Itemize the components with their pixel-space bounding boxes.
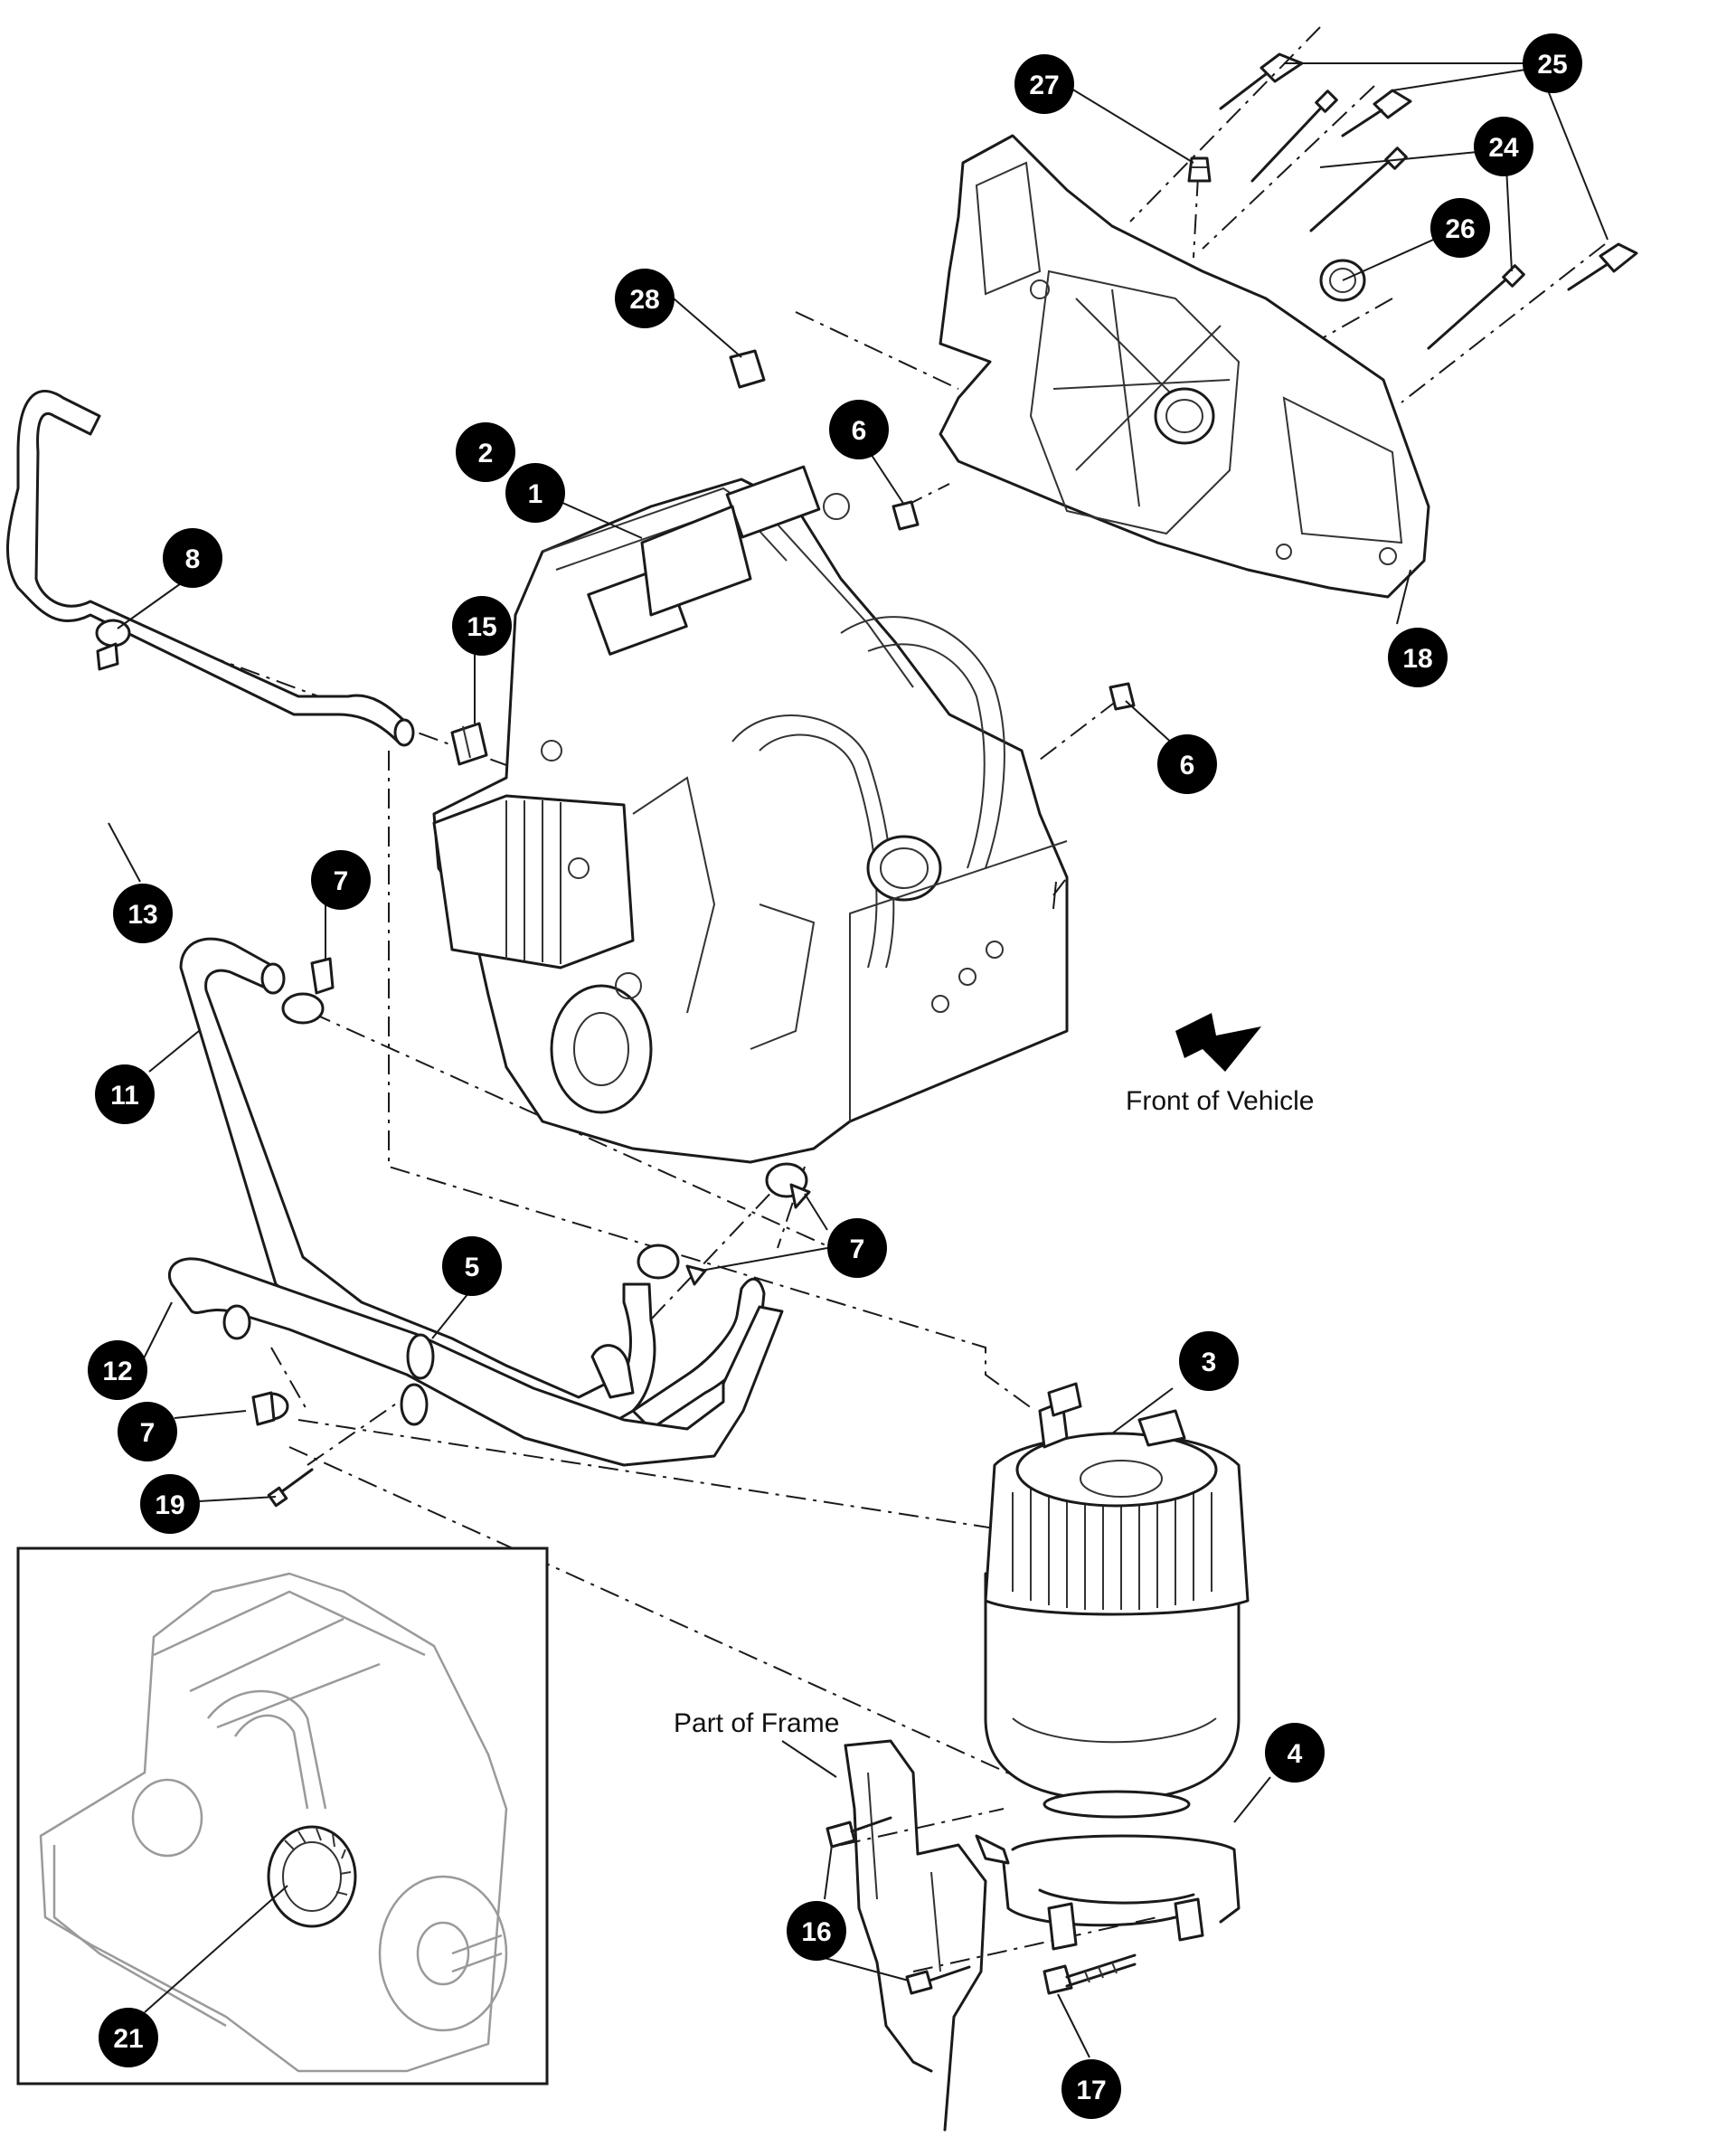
svg-text:6: 6 <box>852 416 867 446</box>
front-of-vehicle-label: Front of Vehicle <box>1126 1086 1314 1116</box>
housing-fasteners <box>729 52 1638 711</box>
svg-text:24: 24 <box>1488 133 1519 163</box>
svg-text:26: 26 <box>1445 214 1475 244</box>
svg-text:1: 1 <box>528 479 543 509</box>
bolt-25-top <box>1219 52 1304 110</box>
svg-text:16: 16 <box>801 1917 831 1947</box>
svg-text:3: 3 <box>1202 1348 1217 1377</box>
svg-text:11: 11 <box>110 1081 139 1111</box>
svg-text:15: 15 <box>467 612 496 642</box>
callout-18: 18 <box>1388 628 1448 687</box>
svg-text:17: 17 <box>1076 2076 1106 2105</box>
bolt-24-lower <box>1427 264 1525 350</box>
front-of-vehicle-arrow: Front of Vehicle <box>1126 1013 1314 1116</box>
svg-text:12: 12 <box>102 1357 132 1386</box>
callout-2: 2 <box>456 422 515 482</box>
svg-text:19: 19 <box>155 1490 184 1520</box>
callout-3: 3 <box>1179 1331 1239 1391</box>
svg-text:6: 6 <box>1180 751 1195 780</box>
callout-19: 19 <box>140 1474 200 1534</box>
hose-13 <box>6 390 415 747</box>
fuel-filter <box>984 1382 1250 1819</box>
svg-text:8: 8 <box>185 544 201 574</box>
screw-19 <box>267 1468 314 1508</box>
flywheel-housing <box>939 134 1430 599</box>
callout-21: 21 <box>99 2008 158 2067</box>
svg-text:2: 2 <box>478 439 494 468</box>
svg-text:13: 13 <box>127 900 157 930</box>
frame-bracket <box>844 1739 987 2132</box>
svg-text:21: 21 <box>113 2024 143 2054</box>
callout-7-lower: 7 <box>118 1402 177 1461</box>
part-of-frame-label: Part of Frame <box>674 1708 839 1738</box>
callout-4: 4 <box>1265 1723 1325 1783</box>
bolts-16 <box>826 1816 971 1995</box>
svg-text:4: 4 <box>1288 1739 1303 1769</box>
bolt-24-upper <box>1309 147 1408 232</box>
bolt-25-middle <box>1341 89 1412 137</box>
inset-detail <box>16 1546 549 2086</box>
fitting-27 <box>1187 156 1212 183</box>
callout-16: 16 <box>787 1901 846 1961</box>
callout-11: 11 <box>95 1064 155 1124</box>
callout-5: 5 <box>442 1236 502 1296</box>
clamp-5 <box>400 1333 435 1426</box>
clamp-8 <box>95 619 131 671</box>
svg-text:7: 7 <box>140 1418 156 1448</box>
svg-text:5: 5 <box>465 1253 480 1282</box>
callout-27: 27 <box>1014 54 1074 114</box>
callout-7-upper: 7 <box>311 850 371 910</box>
callout-25: 25 <box>1523 33 1582 93</box>
callout-15: 15 <box>452 596 512 656</box>
bolt-17 <box>1043 1953 1137 1995</box>
fitting-15 <box>450 722 488 766</box>
callout-26: 26 <box>1430 198 1490 258</box>
filter-bracket <box>975 1834 1241 1951</box>
callout-1: 1 <box>505 463 565 523</box>
callout-12: 12 <box>88 1340 147 1400</box>
callout-17: 17 <box>1061 2059 1121 2119</box>
callout-13: 13 <box>113 884 173 943</box>
hose-12 <box>168 1257 784 1467</box>
clamps-7 <box>251 957 811 1426</box>
callout-6-upper: 6 <box>829 400 889 459</box>
callout-6-lower: 6 <box>1157 734 1217 794</box>
bolt-upper-long <box>1250 90 1338 183</box>
svg-text:7: 7 <box>850 1234 865 1264</box>
callout-28: 28 <box>615 269 675 328</box>
bolt-25-right <box>1567 242 1638 291</box>
svg-text:25: 25 <box>1537 50 1567 80</box>
dowel-6-upper <box>892 500 920 531</box>
engine-assembly <box>432 465 1069 1164</box>
svg-text:18: 18 <box>1402 644 1432 674</box>
svg-text:28: 28 <box>629 285 659 315</box>
callout-8: 8 <box>163 528 222 588</box>
callout-7-middle: 7 <box>827 1218 887 1278</box>
svg-text:7: 7 <box>334 866 349 896</box>
dowel-28 <box>729 349 766 389</box>
callout-24: 24 <box>1474 117 1533 176</box>
svg-text:27: 27 <box>1029 71 1059 100</box>
callout-bubbles: 1 2 3 4 5 6 6 7 7 7 8 11 12 13 15 16 17 … <box>88 33 1582 2119</box>
